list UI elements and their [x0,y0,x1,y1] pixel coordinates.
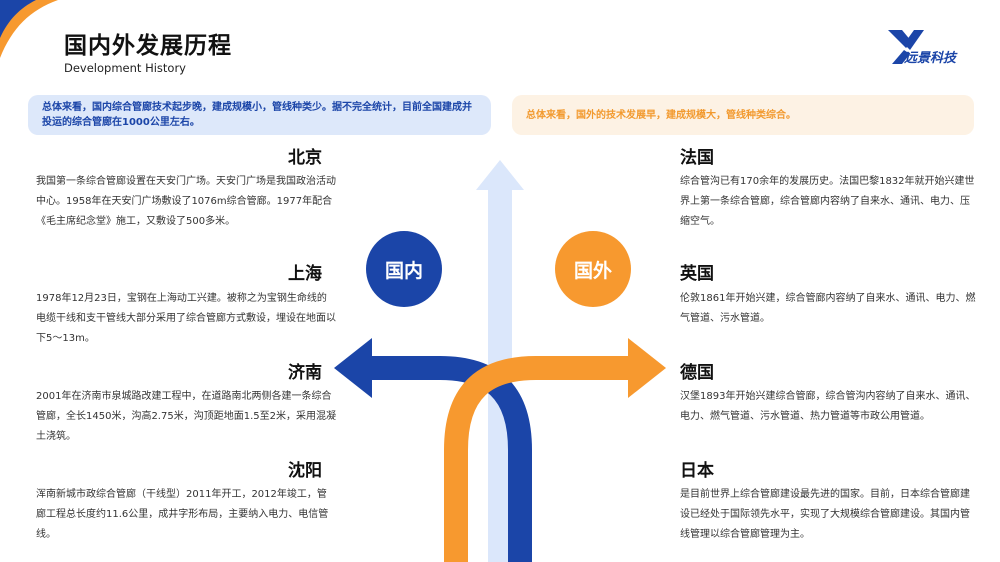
logo-text: 远景科技 [904,51,957,66]
foreign-circle-label: 国外 [555,231,631,307]
crossroads-arrows-graphic [334,160,666,562]
domestic-city-shenyang: 沈阳 [288,461,322,481]
domestic-desc-shenyang: 浑南新城市政综合管廊（干线型）2011年开工，2012年竣工，管廊工程总长度约1… [36,489,329,540]
domestic-desc-shanghai: 1978年12月23日，宝钢在上海动工兴建。被称之为宝钢生命线的电缆干线和支干管… [36,293,336,344]
domestic-city-shanghai: 上海 [288,264,322,284]
page-subtitle: Development History [64,61,186,75]
page-title: 国内外发展历程 [64,33,232,59]
foreign-desc-germany: 汉堡1893年开始兴建综合管廊，综合管沟内容纳了自来水、通讯、电力、燃气管道、污… [680,391,976,422]
foreign-desc-japan: 是目前世界上综合管廊建设最先进的国家。目前，日本综合管廊建设已经处于国际领先水平… [680,489,970,540]
corner-decoration [0,0,58,58]
foreign-city-uk: 英国 [680,264,714,284]
foreign-city-japan: 日本 [680,461,714,481]
domestic-desc-beijing: 我国第一条综合管廊设置在天安门广场。天安门广场是我国政治活动中心。1958年在天… [36,176,336,227]
foreign-city-germany: 德国 [680,363,714,383]
domestic-city-jinan: 济南 [288,363,322,383]
domestic-desc-jinan: 2001年在济南市泉城路改建工程中，在道路南北两侧各建一条综合管廊，全长1450… [36,391,336,442]
domestic-city-beijing: 北京 [288,148,322,168]
foreign-summary-text: 总体来看，国外的技术发展早，建成规模大，管线种类综合。 [526,109,796,121]
domestic-summary-banner: 总体来看，国内综合管廊技术起步晚，建成规模小，管线种类少。据不完全统计，目前全国… [28,95,491,135]
company-logo-icon [888,30,924,64]
foreign-desc-france: 综合管沟已有170余年的发展历史。法国巴黎1832年就开始兴建世界上第一条综合管… [680,176,975,227]
foreign-city-france: 法国 [680,148,714,168]
foreign-desc-uk: 伦敦1861年开始兴建，综合管廊内容纳了自来水、通讯、电力、燃气管道、污水管道。 [680,293,976,324]
foreign-summary-banner: 总体来看，国外的技术发展早，建成规模大，管线种类综合。 [512,95,974,135]
domestic-circle-label: 国内 [366,231,442,307]
